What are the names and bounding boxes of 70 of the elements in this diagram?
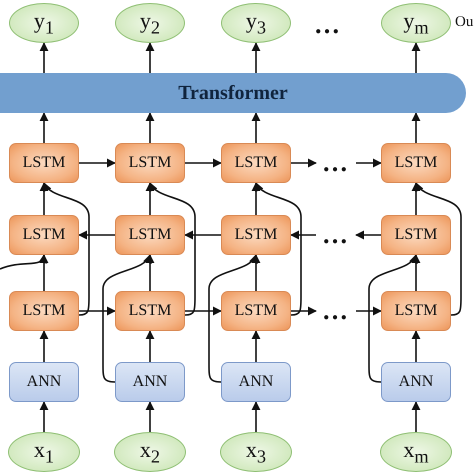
arrow xyxy=(40,254,48,291)
lstm-box: LSTM xyxy=(221,291,291,331)
arrow xyxy=(252,42,260,73)
lstm-box: LSTM xyxy=(381,143,451,183)
arrow xyxy=(412,112,420,143)
lstm-box: LSTM xyxy=(221,215,291,255)
arrow xyxy=(291,158,317,168)
arrow xyxy=(255,182,302,316)
arrow xyxy=(252,401,260,432)
arrow xyxy=(412,330,420,362)
ellipsis: … xyxy=(316,152,356,174)
ellipsis: … xyxy=(316,300,356,322)
arrow xyxy=(356,306,382,316)
arrow xyxy=(412,182,420,215)
arrow xyxy=(252,112,260,143)
transformer-band: Transformer xyxy=(0,73,466,113)
arrow xyxy=(0,254,46,270)
arrow xyxy=(356,158,382,168)
ellipse-node: x$_{2}$ xyxy=(114,432,186,472)
lstm-box: LSTM xyxy=(9,215,79,255)
ann-box: ANN xyxy=(9,362,79,402)
arrow xyxy=(291,306,317,316)
lstm-box: LSTM xyxy=(9,143,79,183)
arrow xyxy=(40,42,48,73)
arrow xyxy=(146,401,154,432)
arrow xyxy=(79,306,116,316)
arrow xyxy=(146,112,154,143)
arrow xyxy=(146,182,154,215)
lstm-box: LSTM xyxy=(381,291,451,331)
arrow xyxy=(40,401,48,432)
arrow xyxy=(40,330,48,362)
ellipse-node: y$_{1}$ xyxy=(9,3,79,43)
arrow xyxy=(290,230,316,240)
arrow xyxy=(79,158,116,168)
arrow xyxy=(252,254,260,291)
lstm-box: LSTM xyxy=(115,215,185,255)
lstm-box: LSTM xyxy=(221,143,291,183)
arrow xyxy=(40,112,48,143)
ellipsis: … xyxy=(314,10,340,40)
arrow xyxy=(78,230,115,240)
arrow xyxy=(146,254,154,291)
arrow xyxy=(252,182,260,215)
ellipse-node: x$_{1}$ xyxy=(8,432,80,472)
arrow xyxy=(185,306,222,316)
ellipsis: … xyxy=(316,224,356,246)
ann-box: ANN xyxy=(221,362,291,402)
ellipse-node: y$_{2}$ xyxy=(115,3,185,43)
arrow xyxy=(412,42,420,73)
arrow xyxy=(252,330,260,362)
lstm-box: LSTM xyxy=(115,143,185,183)
ann-box: ANN xyxy=(381,362,451,402)
lstm-box: LSTM xyxy=(115,291,185,331)
arrow xyxy=(146,42,154,73)
ellipse-node: y$_{3}$ xyxy=(221,3,291,43)
arrow xyxy=(412,401,420,432)
arrow xyxy=(185,158,222,168)
lstm-box: LSTM xyxy=(381,215,451,255)
arrow xyxy=(149,182,196,316)
arrow xyxy=(43,182,90,316)
ellipse-node: y$_{m}$ xyxy=(381,3,451,43)
arrow xyxy=(184,230,221,240)
arrow xyxy=(412,254,420,291)
arrow xyxy=(146,330,154,362)
arrow xyxy=(40,182,48,215)
arrow xyxy=(355,230,381,240)
lstm-box: LSTM xyxy=(9,291,79,331)
ellipse-node: x$_{m}$ xyxy=(380,432,452,472)
ellipse-node: x$_{3}$ xyxy=(220,432,292,472)
output-label: Ou xyxy=(455,14,474,31)
ann-box: ANN xyxy=(115,362,185,402)
